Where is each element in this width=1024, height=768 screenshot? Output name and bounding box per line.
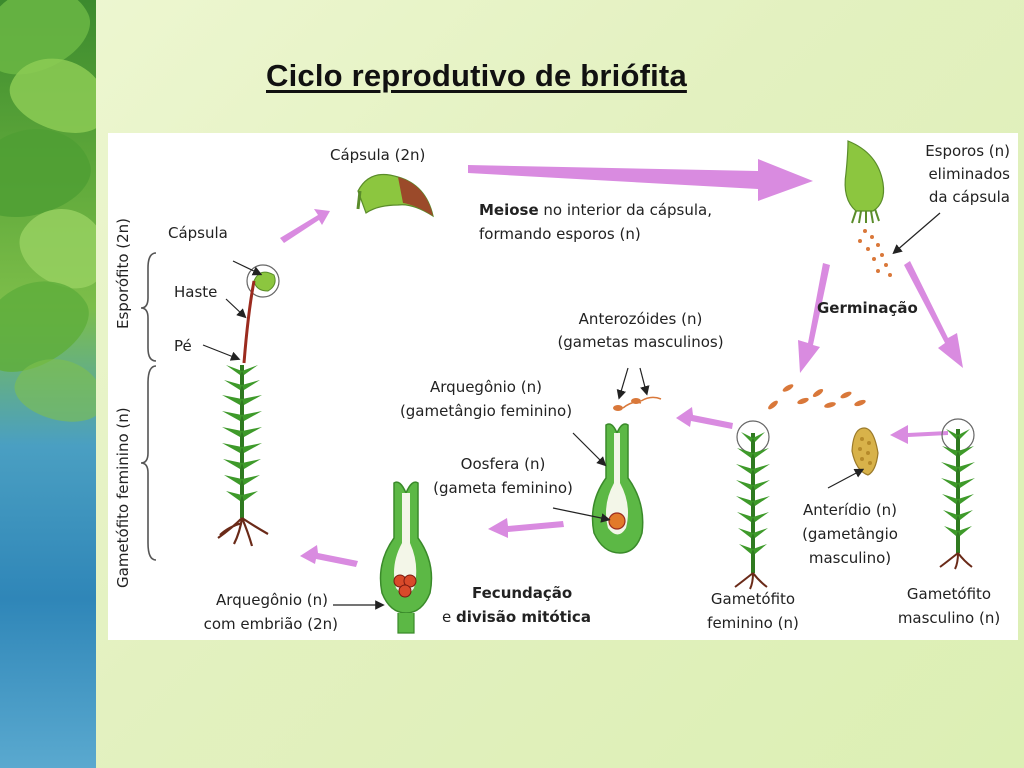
label-arquegonio-embriao-2: com embrião (2n)	[203, 615, 338, 633]
label-germinacao: Germinação	[817, 299, 918, 317]
leader-oosfera	[552, 507, 611, 523]
label-anteridio-2: (gametângio	[802, 525, 898, 543]
label-meiose-rest-2: formando esporos (n)	[479, 225, 641, 243]
sporophyte-label: Esporófito (2n)	[114, 217, 132, 329]
slide-title: Ciclo reprodutivo de briófita	[266, 58, 687, 93]
label-anterozoides-1: Anterozóides (n)	[578, 310, 703, 328]
label-meiose-bold: Meiose	[479, 201, 539, 219]
label-capsula-2n: Cápsula (2n)	[330, 146, 426, 164]
antheridium-illustration	[851, 427, 879, 476]
label-anterozoides-2: (gametas masculinos)	[557, 333, 724, 351]
life-cycle-diagram: Esporófito (2n) Gametófito feminino (n) …	[108, 133, 1018, 640]
label-capsula: Cápsula	[168, 224, 228, 242]
label-gametofito-masculino-1: Gametófito	[906, 585, 992, 603]
leader-esporos	[892, 212, 941, 255]
archegonium-illustration	[591, 423, 644, 554]
label-divisao: e divisão mitótica	[442, 607, 591, 628]
leader-capsula	[232, 260, 263, 276]
antherozoids-illustration	[613, 396, 662, 411]
label-pe: Pé	[174, 337, 192, 355]
label-oosfera-1: Oosfera (n)	[460, 455, 546, 473]
gametophyte-bracket	[140, 365, 157, 561]
label-arquegonio-embriao-1: Arquegônio (n)	[216, 591, 328, 609]
leader-arquegonio	[572, 432, 607, 467]
leader-anterozoides-2	[639, 367, 650, 396]
cycle-arrow-to-archegonium	[676, 407, 733, 429]
leader-anteridio	[827, 468, 865, 489]
label-arquegonio-1: Arquegônio (n)	[430, 378, 542, 396]
cycle-arrow-to-antheridium	[890, 425, 948, 444]
label-esporos-1: Esporos (n)	[925, 142, 1010, 160]
label-fecundacao: Fecundação	[472, 584, 573, 602]
gametophyte-label: Gametófito feminino (n)	[114, 407, 132, 588]
moss-with-sporophyte-illustration	[217, 264, 280, 547]
label-e: e	[442, 608, 456, 626]
archegonium-with-embryo-illustration	[379, 481, 433, 634]
label-haste: Haste	[174, 283, 218, 301]
male-gametophyte-illustration	[939, 418, 975, 570]
label-gametofito-feminino-2: feminino (n)	[707, 614, 799, 632]
label-divisao-mitotica: divisão mitótica	[456, 608, 591, 626]
capsule-releasing-spores-illustration	[844, 140, 892, 277]
label-oosfera-2: (gameta feminino)	[433, 479, 573, 497]
leader-anterozoides	[616, 367, 629, 400]
decorative-leaf-strip	[0, 0, 96, 768]
cycle-arrow-fecundation	[488, 518, 564, 538]
cycle-arrow-meiosis	[468, 159, 813, 201]
label-esporos-2: eliminados	[928, 165, 1010, 183]
label-esporos-3: da cápsula	[928, 188, 1010, 206]
cycle-arrow-germination-right	[904, 261, 963, 368]
diagram-graphics	[140, 140, 975, 634]
label-arquegonio-2: (gametângio feminino)	[399, 402, 573, 420]
capsule-2n-illustration	[356, 173, 434, 218]
label-meiose: Meiose no interior da cápsula,	[479, 200, 712, 221]
label-anteridio-3: masculino)	[808, 549, 892, 567]
germinating-spores-illustration	[768, 384, 866, 410]
label-gametofito-masculino-2: masculino (n)	[897, 609, 1001, 627]
sporophyte-bracket	[140, 252, 157, 362]
leader-haste	[225, 298, 247, 319]
cycle-arrow-to-sporophyte	[300, 545, 358, 567]
cycle-arrow-germination-left	[798, 263, 830, 373]
label-anteridio-1: Anterídio (n)	[802, 501, 898, 519]
label-gametofito-feminino-1: Gametófito	[710, 590, 796, 608]
leader-pe	[202, 344, 241, 361]
female-gametophyte-illustration	[734, 420, 770, 590]
label-meiose-rest-1: no interior da cápsula,	[538, 201, 712, 219]
cycle-arrow-to-top-capsule	[280, 209, 330, 243]
